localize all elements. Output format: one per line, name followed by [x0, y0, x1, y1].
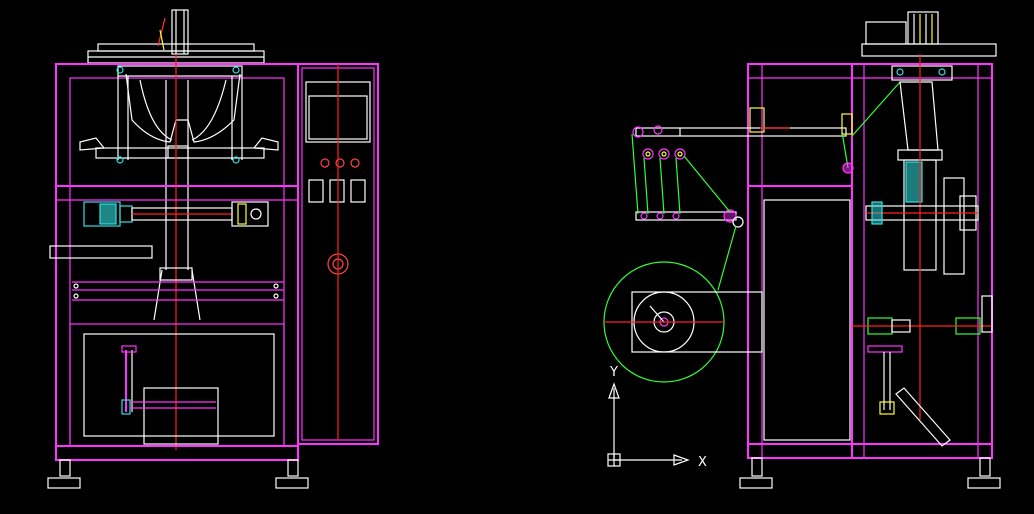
vertical-seal-unit: [943, 177, 965, 275]
forming-shoulder: [899, 81, 939, 151]
film-roller-2: [658, 148, 670, 160]
leveling-foot-right: [287, 459, 299, 477]
indicator-lamp-1: [320, 158, 330, 168]
nameplate: [49, 245, 153, 259]
film-roller-1: [642, 148, 654, 160]
film-roller-top: [632, 126, 644, 138]
switch-2: [329, 179, 345, 203]
ucs-x-label: X: [698, 455, 707, 470]
side-view: [603, 11, 1001, 489]
switch-3: [350, 179, 366, 203]
film-web: [631, 81, 901, 291]
lower-door: [83, 333, 275, 437]
longitudinal-seal-right: [231, 201, 269, 227]
lower-door-frame: [69, 323, 285, 447]
side-frame: [747, 63, 993, 459]
tension-roller: [723, 209, 737, 223]
side-foot-right: [979, 457, 991, 477]
side-foot-left: [751, 457, 763, 477]
front-view: [47, 9, 379, 489]
leveling-foot-left: [59, 459, 71, 477]
switch-1: [308, 179, 324, 203]
film-roller-3: [674, 148, 686, 160]
ucs-icon: [607, 382, 690, 467]
film-guide-bar: [635, 127, 847, 137]
lower-film-bar: [635, 211, 737, 221]
main-frame-left-cabinet: [55, 63, 299, 461]
ucs-y-label: Y: [609, 365, 618, 380]
indicator-lamp-2: [335, 158, 345, 168]
indicator-lamp-3: [350, 158, 360, 168]
discharge-chute: [895, 387, 951, 447]
hopper-funnel: [125, 73, 241, 143]
side-top-cover: [861, 43, 997, 57]
feed-tube: [171, 9, 189, 55]
